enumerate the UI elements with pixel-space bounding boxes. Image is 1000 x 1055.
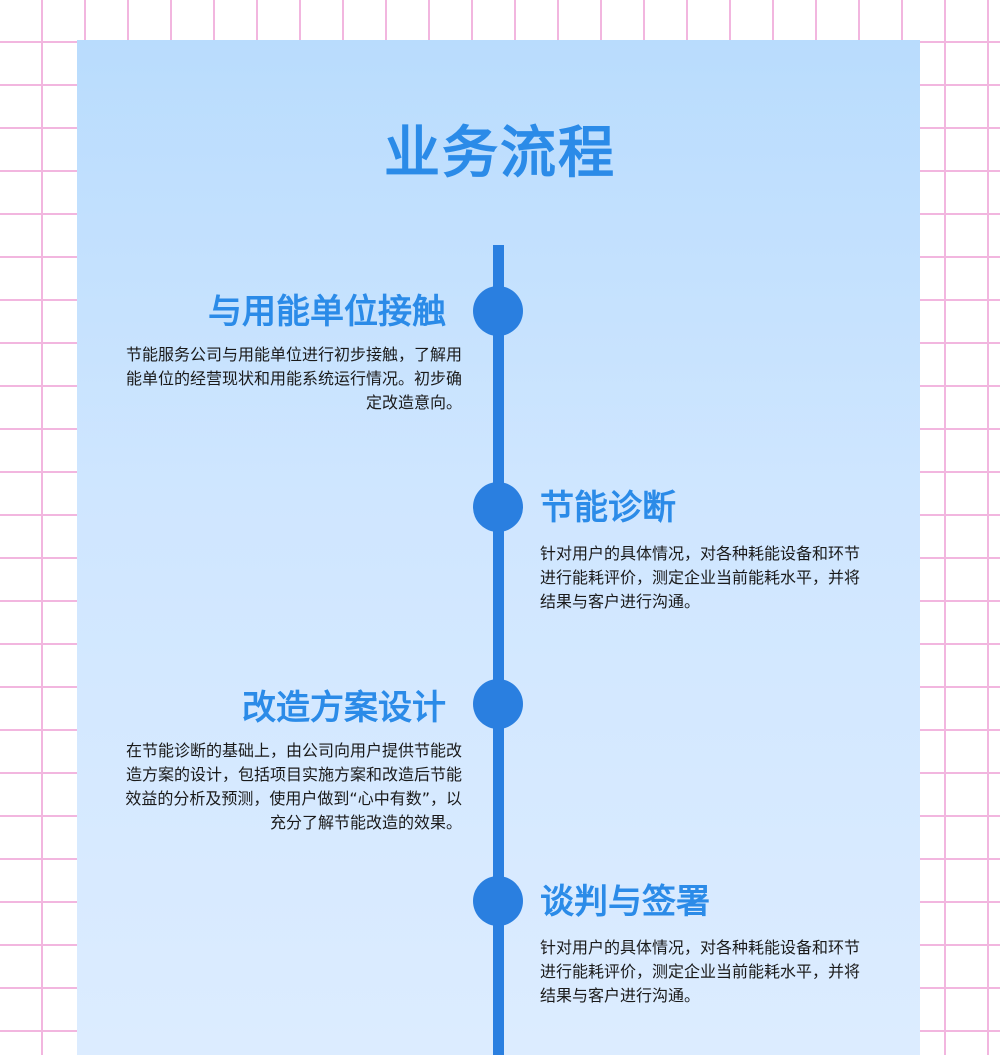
timeline-dot-2 [473, 482, 523, 532]
timeline-dot-4 [473, 876, 523, 926]
timeline-dot-1 [473, 286, 523, 336]
step-desc-4: 针对用户的具体情况，对各种耗能设备和环节进行能耗评价，测定企业当前能耗水平，并将… [540, 938, 861, 1005]
step-desc-2: 针对用户的具体情况，对各种耗能设备和环节进行能耗评价，测定企业当前能耗水平，并将… [540, 544, 861, 611]
step-desc-1: 节能服务公司与用能单位进行初步接触，了解用能单位的经营现状和用能系统运行情况。初… [125, 345, 462, 412]
step-title-3: 改造方案设计 [242, 688, 446, 728]
page-title: 业务流程 [384, 121, 616, 186]
timeline-line [493, 245, 504, 1055]
step-title-4: 谈判与签署 [540, 882, 710, 922]
step-desc-3: 在节能诊断的基础上，由公司向用户提供节能改造方案的设计，包括项目实施方案和改造后… [125, 741, 462, 832]
timeline-dot-3 [473, 679, 523, 729]
step-title-2: 节能诊断 [540, 488, 676, 528]
step-title-1: 与用能单位接触 [208, 292, 446, 332]
